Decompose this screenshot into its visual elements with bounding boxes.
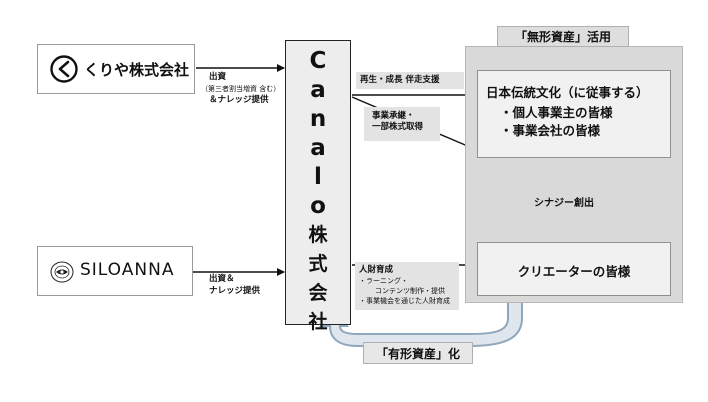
canalo-char-2: a [310,77,326,103]
intangible-assets-tag: 「無形資産」活用 [497,26,629,47]
succession-label-line2: 一部株式取得 [372,122,424,132]
synergy-label: シナジー創出 [534,198,594,209]
siloanna-label-investment: 出資＆ [209,274,235,284]
traditional-culture-line3: ・事業会社の皆様 [500,123,601,138]
talent-item-opportunity: ・事業機会を通じた人財育成 [359,297,450,305]
canalo-char-7: 株 [308,224,328,246]
talent-item-content: コンテンツ制作・提供 [375,287,445,295]
kuriya-name: くりや株式会社 [84,61,190,79]
siloanna-logo-box: SILOANNA [37,246,193,296]
canalo-char-4: a [310,135,326,161]
creators-label: クリエーターの皆様 [517,264,631,279]
traditional-culture-box: 日本伝統文化（に従事する） ・個人事業主の皆様 ・事業会社の皆様 [477,70,671,158]
canalo-char-9: 会 [308,282,328,304]
creators-box: クリエーターの皆様 [477,242,671,296]
talent-item-learning: ・ラーニング・ [359,277,408,285]
support-label: 再生・成長 伴走支援 [356,72,464,89]
traditional-culture-line2: ・個人事業主の皆様 [500,105,613,120]
talent-title: 人財育成 [359,265,394,275]
tangible-assets-tag: 「有形資産」化 [363,342,473,364]
siloanna-name: SILOANNA [80,260,175,280]
canalo-char-3: n [309,106,327,132]
canalo-company-box: C a n a l o 株 式 会 社 [285,40,351,333]
canalo-char-6: o [310,193,326,219]
talent-development-label: 人財育成 ・ラーニング・ コンテンツ制作・提供 ・事業機会を通じた人財育成 [355,262,459,310]
canalo-char-1: C [309,48,327,74]
siloanna-label-knowledge: ナレッジ提供 [209,286,261,296]
canalo-char-8: 式 [308,253,328,275]
kuriya-label-investment: 出資 [209,72,227,82]
succession-label-line1: 事業承継・ [372,111,415,121]
kuriya-label-knowledge: ＆ナレッジ提供 [209,95,269,105]
siloanna-logo-icon [50,261,74,283]
kuriya-logo-icon [50,55,78,83]
succession-label: 事業承継・ 一部株式取得 [364,107,440,141]
canalo-char-10: 社 [308,311,328,333]
kuriya-label-third-party: （第三者割当増資 含む） [201,85,281,93]
traditional-culture-line1: 日本伝統文化（に従事する） [486,85,649,100]
canalo-char-5: l [314,164,322,190]
kuriya-logo-box: くりや株式会社 [37,44,195,94]
